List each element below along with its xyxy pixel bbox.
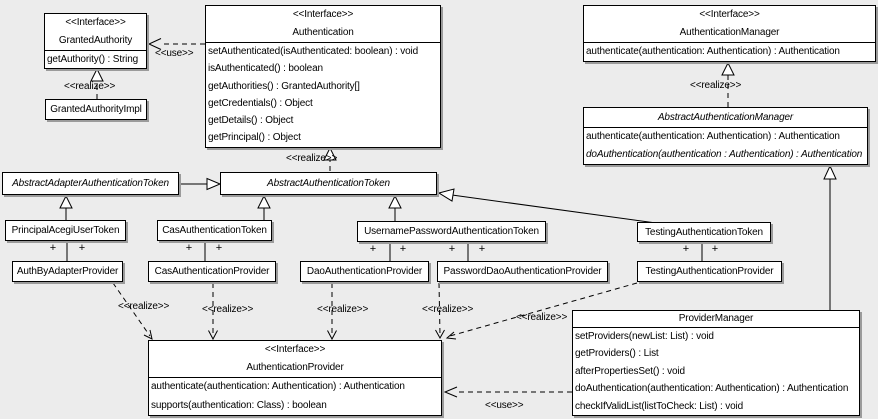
method: checkIfValidList(listToCheck: List) : vo… <box>575 400 744 412</box>
edge-realize-authbyadapterprovider <box>112 282 151 337</box>
class-name: CasAuthenticationProvider <box>154 266 270 277</box>
arrowhead-realize-grantedauthority <box>90 67 104 82</box>
class-abstract-authentication-manager[interactable]: AbstractAuthenticationManager authentica… <box>583 107 868 165</box>
class-name: TestingAuthenticationProvider <box>645 266 774 277</box>
association-role-plus: + <box>185 242 193 254</box>
edge-label-realize: <<realize>> <box>317 304 369 315</box>
arrowhead-realize-authentication <box>323 146 337 161</box>
edge-label-realize: <<realize>> <box>516 312 568 323</box>
edge-label-realize: <<realize>> <box>64 81 116 92</box>
stereotype-label: <<Interface>> <box>292 9 354 20</box>
class-dao-authentication-provider[interactable]: DaoAuthenticationProvider <box>300 261 429 282</box>
class-name: AuthenticationManager <box>679 27 780 38</box>
association-role-plus: + <box>399 243 407 255</box>
class-testing-authentication-provider[interactable]: TestingAuthenticationProvider <box>637 261 782 282</box>
association-role-plus: + <box>448 243 456 255</box>
class-principal-acegi-user-token[interactable]: PrincipalAcegiUserToken <box>5 220 126 241</box>
association-role-plus: + <box>78 242 86 254</box>
method: supports(authentication: Class) : boolea… <box>151 399 327 411</box>
class-granted-authority-impl[interactable]: GrantedAuthorityImpl <box>45 99 147 120</box>
arrowhead-realize-authenticationmanager <box>721 61 735 76</box>
edge-label-realize: <<realize>> <box>690 80 742 91</box>
edge-generalization-testingtoken-abstracttoken <box>437 188 657 224</box>
class-authentication[interactable]: <<Interface>> Authentication setAuthenti… <box>205 5 441 148</box>
method: getAuthorities() : GrantedAuthority[] <box>208 80 360 92</box>
class-name: GrantedAuthority <box>58 35 133 46</box>
class-abstract-adapter-authentication-token[interactable]: AbstractAdapterAuthenticationToken <box>2 172 179 195</box>
method: getCredentials() : Object <box>208 97 313 109</box>
class-name: AuthByAdapterProvider <box>16 266 119 277</box>
association-role-plus: + <box>711 243 719 255</box>
method: getPrincipal() : Object <box>208 132 301 144</box>
method: doAuthentication(authentication: Authent… <box>575 383 849 395</box>
edge-label-realize: <<realize>> <box>118 301 170 312</box>
stereotype-label: <<Interface>> <box>699 9 760 20</box>
class-cas-authentication-provider[interactable]: CasAuthenticationProvider <box>148 261 276 282</box>
arrowhead-realize-passworddao <box>435 329 445 340</box>
class-authentication-provider[interactable]: <<Interface>> AuthenticationProvider aut… <box>148 340 442 416</box>
arrowhead-use-grantedauthority <box>147 38 162 50</box>
method: authenticate(authentication: Authenticat… <box>586 131 840 142</box>
class-name: UsernamePasswordAuthenticationToken <box>364 226 539 237</box>
association-role-plus: + <box>478 243 486 255</box>
method: setProviders(newList: List) : void <box>575 331 714 342</box>
class-name: GrantedAuthorityImpl <box>50 104 142 115</box>
class-name: PrincipalAcegiUserToken <box>11 225 120 236</box>
class-name: TestingAuthenticationToken <box>645 226 763 238</box>
class-name: ProviderManager <box>678 313 754 324</box>
class-auth-by-adapter-provider[interactable]: AuthByAdapterProvider <box>12 261 123 282</box>
method: isAuthenticated() : boolean <box>208 63 323 75</box>
association-role-plus: + <box>369 243 377 255</box>
association-role-plus: + <box>49 242 57 254</box>
edge-label-realize: <<realize>> <box>286 153 338 164</box>
arrowhead-use-authenticationprovider <box>443 386 458 398</box>
method: getAuthority() : String <box>47 54 139 65</box>
edge-label-realize: <<realize>> <box>422 304 474 315</box>
class-authentication-manager[interactable]: <<Interface>> AuthenticationManager auth… <box>583 5 876 62</box>
method: authenticate(authentication: Authenticat… <box>151 381 405 392</box>
stereotype-label: <<Interface>> <box>264 344 326 355</box>
arrowhead-realize-testing <box>445 331 457 340</box>
class-testing-authentication-token[interactable]: TestingAuthenticationToken <box>637 222 771 242</box>
edge-generalization-adaptertoken-abstracttoken <box>180 177 222 191</box>
class-abstract-authentication-token[interactable]: AbstractAuthenticationToken <box>220 172 437 195</box>
class-name: CasAuthenticationToken <box>162 225 267 236</box>
edge-label-use: <<use>> <box>485 400 524 411</box>
edge-label-use: <<use>> <box>155 48 194 59</box>
method: authenticate(authentication: Authenticat… <box>586 46 840 57</box>
association-role-plus: + <box>215 242 223 254</box>
class-name: AbstractAuthenticationManager <box>657 112 794 123</box>
class-username-password-authentication-token[interactable]: UsernamePasswordAuthenticationToken <box>357 221 546 242</box>
class-name: AuthenticationProvider <box>246 362 344 373</box>
class-name: AbstractAuthenticationToken <box>267 178 390 189</box>
class-name: Authentication <box>292 27 354 38</box>
method: doAuthentication(authentication : Authen… <box>586 149 863 160</box>
class-cas-authentication-token[interactable]: CasAuthenticationToken <box>157 220 272 241</box>
method: getProviders() : List <box>575 348 659 360</box>
method: setAuthenticated(isAuthenticated: boolea… <box>208 46 419 57</box>
stereotype-label: <<Interface>> <box>65 17 126 28</box>
class-granted-authority[interactable]: <<Interface>> GrantedAuthority getAuthor… <box>44 13 147 69</box>
arrowhead-realize-authbyadapter <box>143 329 153 340</box>
class-name: DaoAuthenticationProvider <box>306 266 423 277</box>
class-name: PasswordDaoAuthenticationProvider <box>443 266 602 277</box>
edge-label-realize: <<realize>> <box>202 304 254 315</box>
class-provider-manager[interactable]: ProviderManager setProviders(newList: Li… <box>572 310 860 416</box>
edge-generalization-providermanager-abstractmanager <box>823 164 837 310</box>
method: getDetails() : Object <box>208 115 294 127</box>
class-name: AbstractAdapterAuthenticationToken <box>12 178 169 189</box>
class-password-dao-authentication-provider[interactable]: PasswordDaoAuthenticationProvider <box>437 261 608 282</box>
arrowhead-realize-dao <box>327 330 337 341</box>
association-role-plus: + <box>682 243 690 255</box>
arrowhead-realize-cas <box>208 330 218 341</box>
method: afterPropertiesSet() : void <box>575 365 685 377</box>
